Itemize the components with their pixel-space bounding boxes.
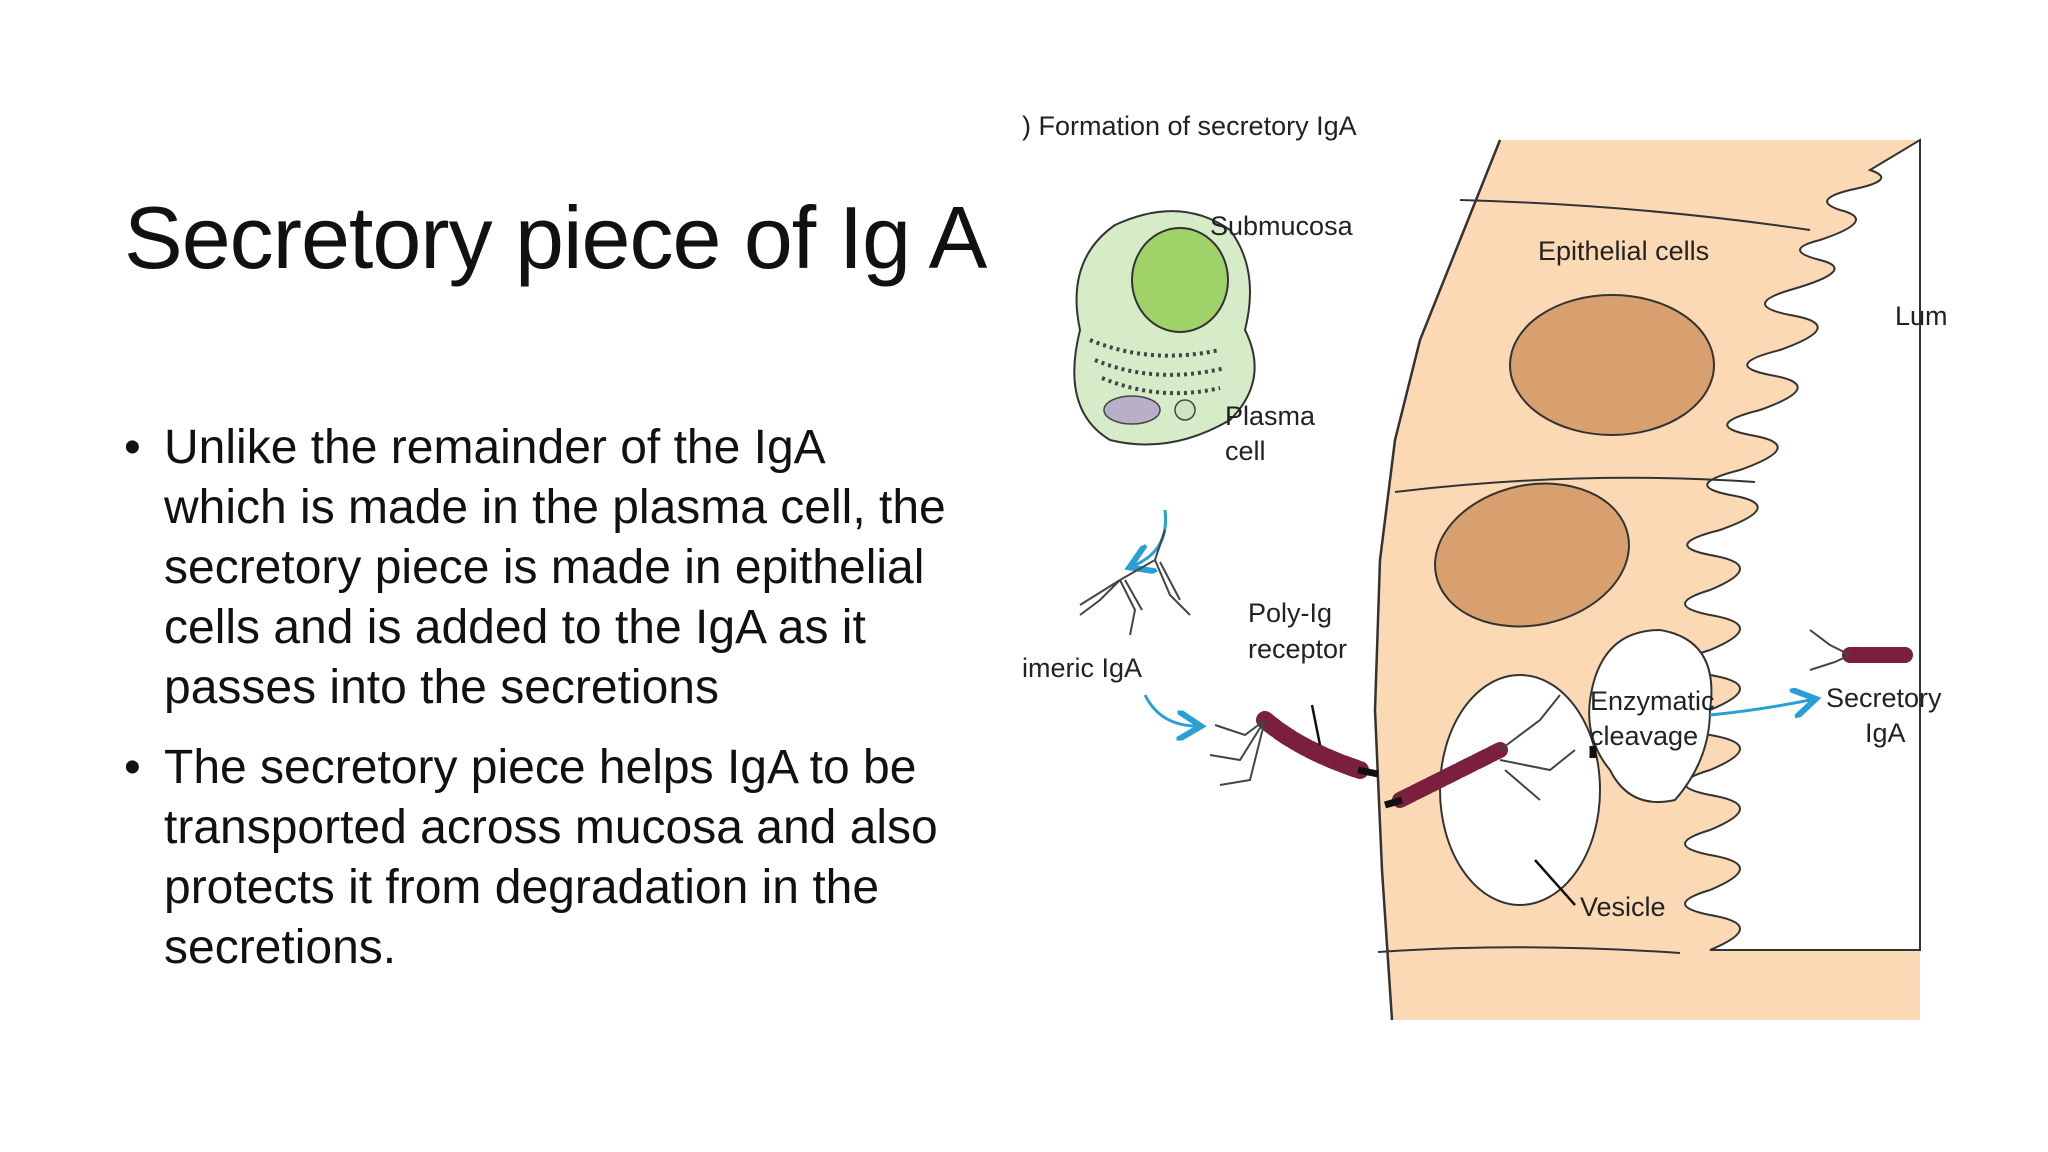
bullet-list: • Unlike the remainder of the IgA which … [124, 418, 954, 998]
basal-membrane [1373, 139, 1502, 1021]
release-arrow [1709, 700, 1810, 715]
vesicle-iga-icon [1384, 694, 1576, 809]
vesicle-label: Vesicle [1580, 892, 1666, 922]
endoplasmic-reticulum [1089, 338, 1226, 396]
bullet-item: • Unlike the remainder of the IgA which … [124, 418, 954, 718]
cell-boundary [1377, 946, 1681, 954]
polyig-receptor-label: receptor [1248, 634, 1347, 664]
secretory-iga-label: Secretory [1826, 683, 1942, 713]
lumen-label: Lum [1895, 301, 1948, 331]
figure-heading: ) Formation of secretory IgA [1022, 111, 1357, 141]
bullet-text: The secretory piece helps IgA to be tran… [164, 741, 938, 974]
vesicle-shape [1439, 674, 1601, 906]
plasma-cell-nucleus [1131, 227, 1229, 333]
secretion-arrow [1135, 509, 1168, 565]
bullet-item: • The secretory piece helps IgA to be tr… [124, 738, 954, 978]
iga-diagram: ) Formation of secretory IgA Submucosa E… [1022, 111, 1948, 1021]
dimeric-iga-label: imeric IgA [1022, 653, 1142, 683]
poly-ig-receptor-icon [1209, 711, 1379, 786]
bullet-dot-icon: • [124, 741, 141, 794]
bullet-dot-icon: • [124, 421, 141, 474]
golgi-apparatus [1103, 395, 1161, 425]
plasma-cell-label: Plasma [1225, 401, 1316, 431]
mitochondrion [1174, 399, 1196, 421]
secretory-iga-label: IgA [1865, 718, 1906, 748]
submucosa-label: Submucosa [1210, 211, 1354, 241]
epithelial-nucleus [1434, 482, 1630, 628]
epithelial-cells-label: Epithelial cells [1538, 236, 1709, 266]
cleavage-vesicle [1588, 628, 1713, 803]
cell-boundary [1394, 476, 1756, 493]
bullet-text: Unlike the remainder of the IgA which is… [164, 421, 946, 714]
secretory-iga-icon [1809, 629, 1913, 671]
vesicle-pointer [1534, 859, 1576, 906]
epithelial-nucleus [1509, 294, 1715, 436]
polyig-pointer [1310, 704, 1322, 746]
transport-arrow [1143, 694, 1195, 726]
villi-edge [1684, 138, 1921, 951]
plasma-cell-label: cell [1225, 436, 1266, 466]
slide-title: Secretory piece of Ig A [124, 188, 987, 287]
dimeric-iga-icon [1079, 529, 1191, 636]
enzymatic-cleavage-label: Enzymatic [1590, 686, 1715, 716]
cell-boundary [1459, 199, 1811, 231]
enzymatic-cleavage-label: cleavage [1590, 721, 1698, 751]
iga-formation-figure: ) Formation of secretory IgA Submucosa E… [1020, 110, 1950, 1030]
polyig-receptor-label: Poly-Ig [1248, 598, 1332, 628]
